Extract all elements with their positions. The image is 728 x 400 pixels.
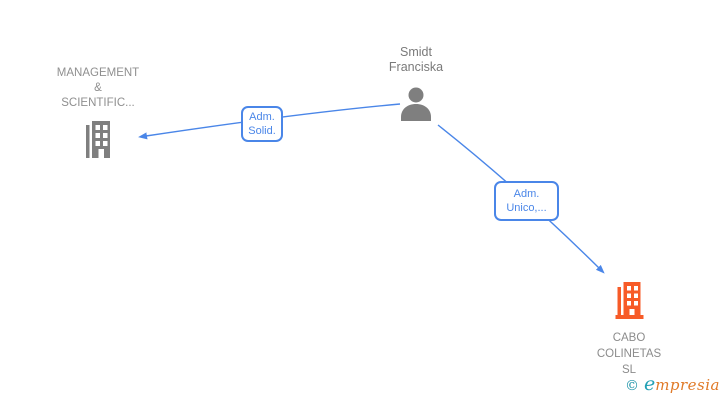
watermark-brand: empresia <box>643 373 720 395</box>
watermark-brand-rest: mpresia <box>655 376 720 394</box>
node-company-management[interactable]: MANAGEMENT & SCIENTIFIC... <box>28 66 168 163</box>
node-label-line: & <box>94 82 102 94</box>
edge-label-line: Unico,... <box>506 202 547 214</box>
node-label: CABO COLINETAS SL <box>597 330 661 378</box>
building-icon <box>614 282 645 324</box>
node-label: Smidt Franciska <box>389 45 443 75</box>
edge-person-to-management <box>138 103 401 140</box>
edge-label-line: Solid. <box>248 125 276 137</box>
edge-label-adm-solid[interactable]: Adm. Solid. <box>241 106 283 142</box>
copyright-icon: © <box>624 378 639 394</box>
node-label-line: CABO <box>612 332 646 344</box>
node-label-line: Smidt <box>400 45 432 59</box>
node-label-line: SCIENTIFIC... <box>61 97 135 109</box>
node-label: MANAGEMENT & SCIENTIFIC... <box>57 66 139 111</box>
node-company-cabo-colinetas[interactable]: CABO COLINETAS SL <box>569 282 689 378</box>
building-icon <box>83 121 114 163</box>
node-label-line: COLINETAS <box>596 348 662 360</box>
edge-label-adm-unico[interactable]: Adm. Unico,... <box>494 181 559 221</box>
node-label-line: Franciska <box>388 60 444 74</box>
edge-label-line: Adm. <box>513 188 540 200</box>
watermark-brand-lead: e <box>643 373 656 395</box>
empresia-watermark: © empresia <box>624 373 720 395</box>
node-person-smidt-franciska[interactable]: Smidt Franciska <box>356 45 476 126</box>
node-label-line: SL <box>621 364 637 376</box>
edge-label-line: Adm. <box>249 111 275 123</box>
person-icon <box>398 87 434 126</box>
node-label-line: MANAGEMENT <box>56 67 140 79</box>
